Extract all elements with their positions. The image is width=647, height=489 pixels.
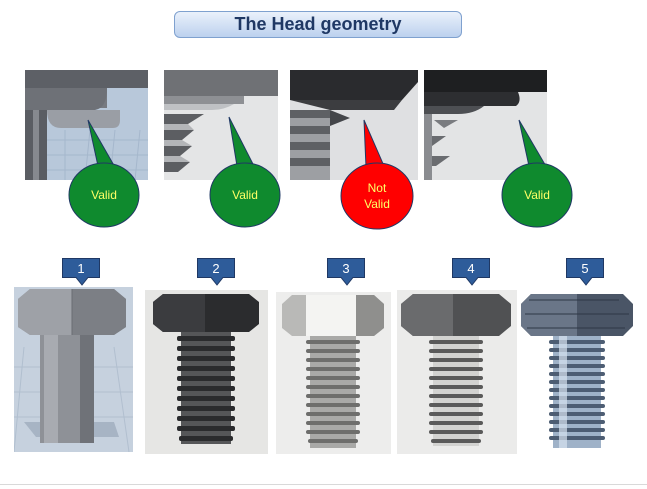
- bolt-number: 1: [77, 260, 85, 276]
- callout-valid-2: Valid: [209, 116, 281, 228]
- bolt-number: 5: [581, 260, 589, 276]
- callout-label: Valid: [91, 188, 117, 202]
- callout-label: Not Valid: [364, 181, 390, 211]
- callout-label: Valid: [524, 188, 550, 202]
- closeup-image-3: [290, 70, 418, 180]
- closeup-image-1: [25, 70, 148, 180]
- callout-not-valid: Not Valid: [340, 119, 414, 230]
- bolt-image-2: [145, 290, 268, 454]
- callout-valid-1: Valid: [68, 119, 140, 228]
- bolt-number-badge-1: 1: [62, 258, 100, 286]
- bolt-number: 3: [342, 260, 350, 276]
- bolt-number: 2: [212, 260, 220, 276]
- slide-title-box: The Head geometry: [174, 11, 462, 38]
- bolt-image-4: [397, 290, 517, 454]
- bolt-number-badge-5: 5: [566, 258, 604, 286]
- callout-valid-3: Valid: [501, 119, 573, 228]
- callout-label: Valid: [232, 188, 258, 202]
- bolt-image-1: [14, 287, 133, 452]
- bolt-number: 4: [467, 260, 475, 276]
- bottom-divider: [0, 484, 647, 485]
- slide-title: The Head geometry: [234, 14, 402, 34]
- bolt-image-5: [519, 290, 635, 454]
- bolt-image-3: [276, 292, 391, 454]
- bolt-number-badge-2: 2: [197, 258, 235, 286]
- bolt-number-badge-4: 4: [452, 258, 490, 286]
- closeup-image-4: [424, 70, 547, 180]
- closeup-image-2: [164, 70, 278, 180]
- bolt-number-badge-3: 3: [327, 258, 365, 286]
